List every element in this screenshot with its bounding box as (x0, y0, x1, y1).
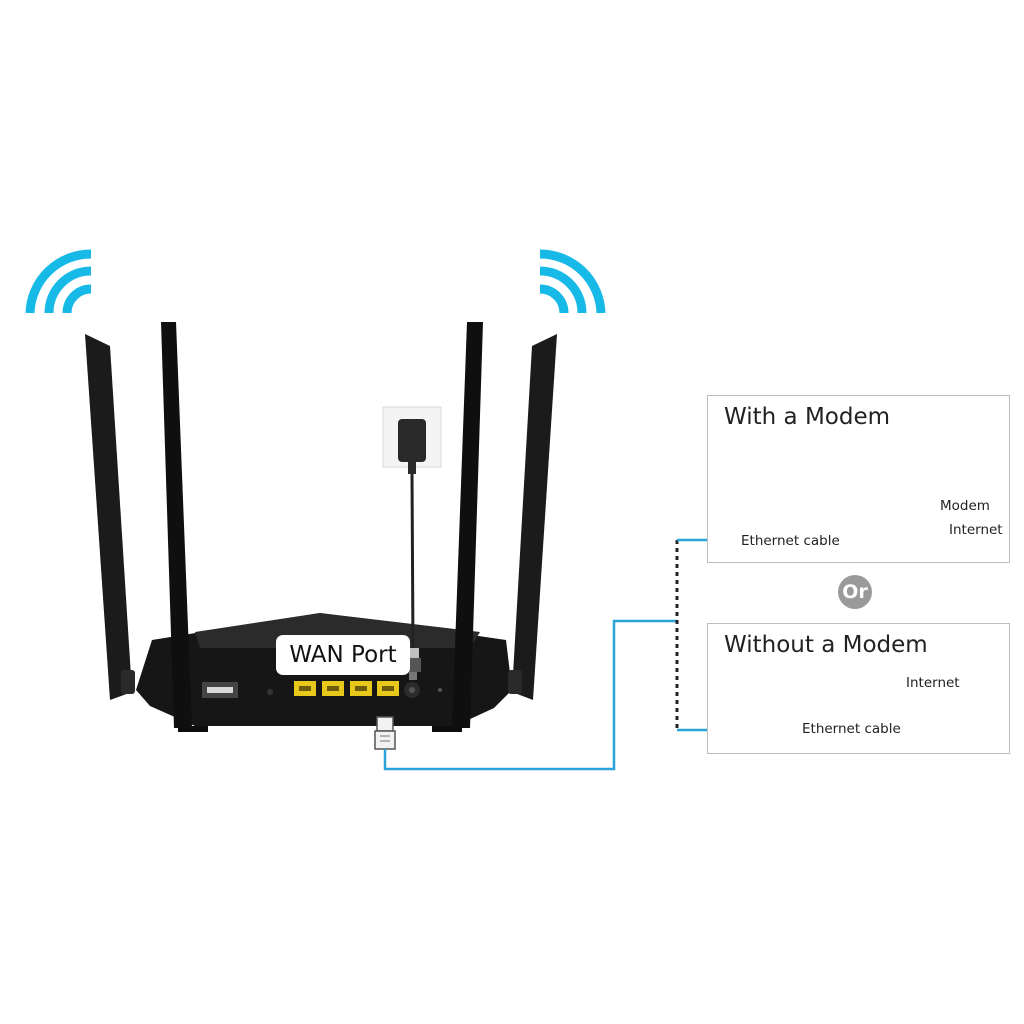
antenna-outer-left (85, 334, 132, 700)
without-modem-title: Without a Modem (724, 632, 928, 658)
with-modem-title: With a Modem (724, 404, 891, 430)
wifi-signal-left-icon (25, 249, 92, 314)
wan-port-label: WAN Port (276, 635, 410, 675)
wifi-signal-right-icon (539, 249, 606, 314)
ethernet-plug-icon (374, 716, 396, 750)
without-modem-cable-label: Ethernet cable (801, 721, 902, 737)
with-modem-cable-label: Ethernet cable (740, 533, 841, 549)
power-adapter-icon (382, 406, 442, 680)
modem-label: Modem (940, 498, 990, 514)
antenna-inner-right (452, 322, 483, 728)
antenna-inner-left (161, 322, 192, 728)
with-modem-internet-label: Internet (949, 522, 1003, 538)
router (85, 322, 557, 732)
antenna-outer-right (512, 334, 557, 700)
main-ethernet-cable (383, 619, 677, 771)
or-badge: Or (838, 575, 872, 609)
without-modem-internet-label: Internet (906, 675, 960, 691)
